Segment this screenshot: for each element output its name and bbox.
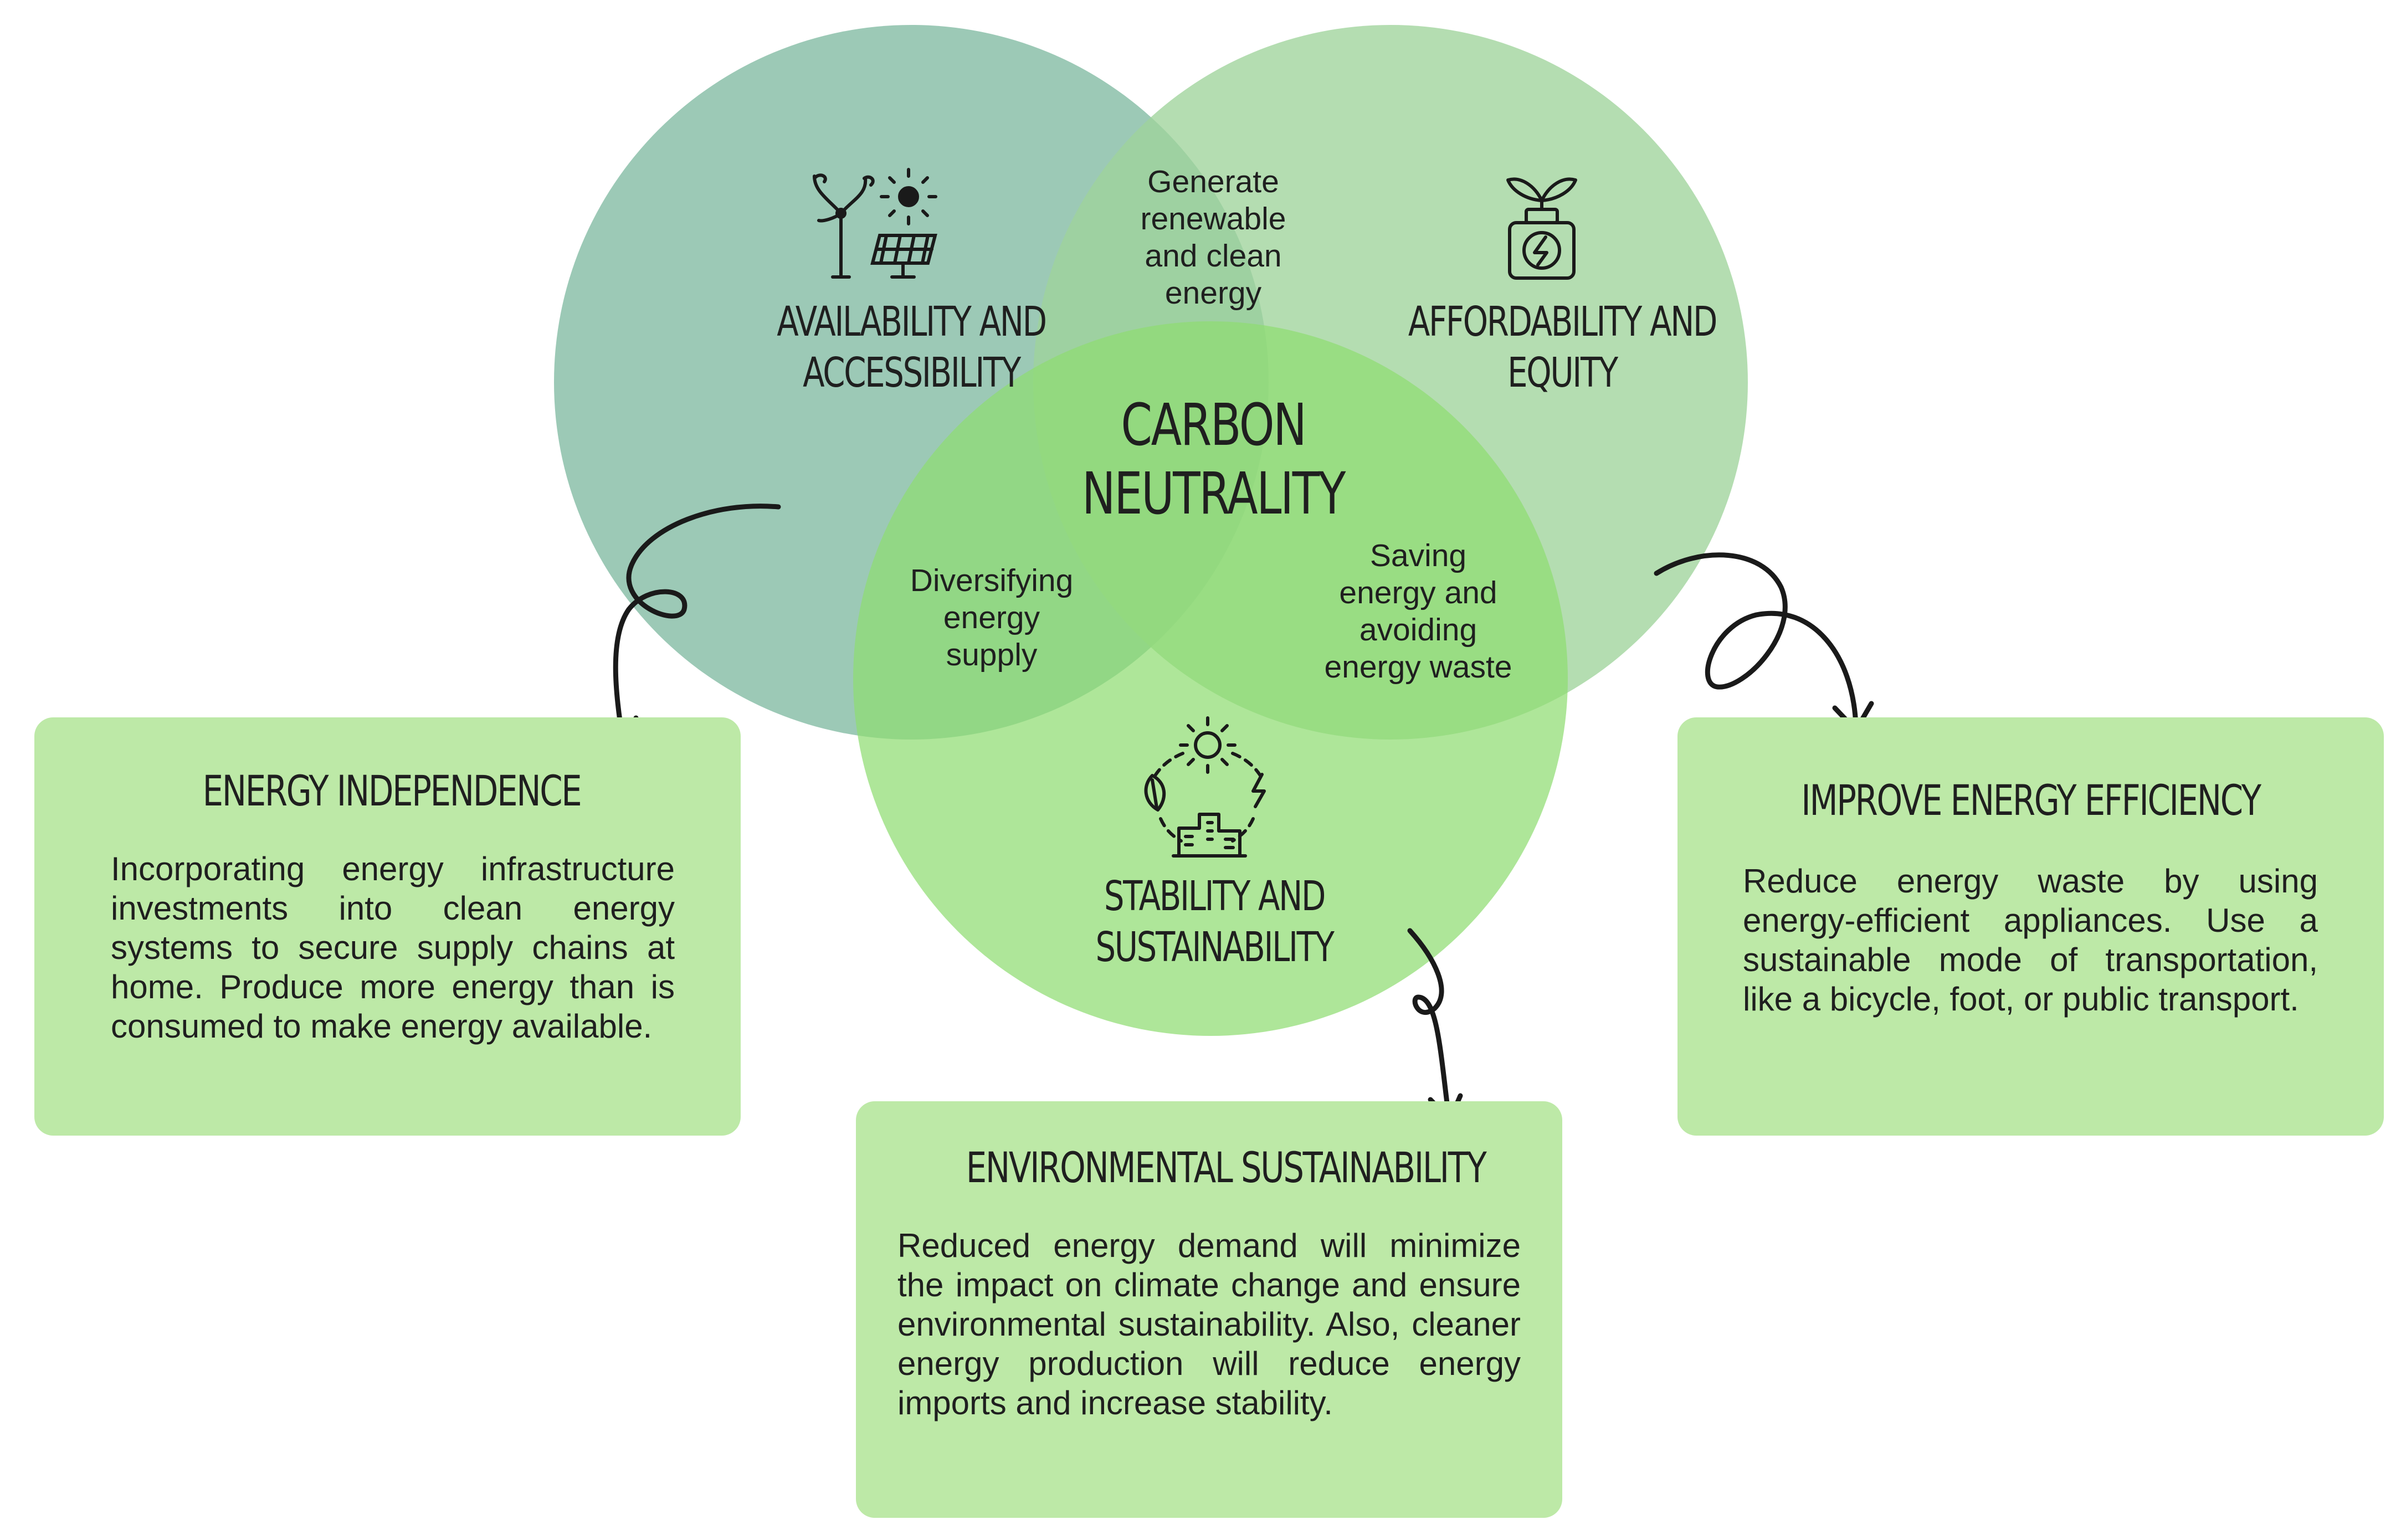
- overlap-left-line-1: Diversifying: [910, 563, 1074, 598]
- card-environmental-sustainability: ENVIRONMENTAL SUSTAINABILITY Reduced ene…: [856, 1101, 1562, 1518]
- overlap-top-line-3: and clean: [1145, 238, 1282, 274]
- overlap-right-line-4: energy waste: [1324, 649, 1512, 685]
- availability-label-line-2: ACCESSIBILITY: [803, 349, 1021, 397]
- availability-label-line-1: AVAILABILITY AND: [777, 298, 1047, 346]
- affordability-label: AFFORDABILITY AND EQUITY: [1407, 296, 1718, 398]
- wind-solar-icon: [813, 168, 937, 279]
- card-energy-independence-title: ENERGY INDEPENDENCE: [202, 766, 582, 815]
- card-improve-energy-efficiency: IMPROVE ENERGY EFFICIENCY Reduce energy …: [1677, 717, 2384, 1136]
- sun-cycle-factory-icon: [1144, 716, 1266, 858]
- stability-label: STABILITY AND SUSTAINABILITY: [1059, 871, 1370, 973]
- card-improve-energy-efficiency-title: IMPROVE ENERGY EFFICIENCY: [1801, 776, 2261, 825]
- stability-label-line-2: SUSTAINABILITY: [1095, 923, 1334, 971]
- card-energy-independence: ENERGY INDEPENDENCE Incorporating energy…: [34, 717, 741, 1136]
- overlap-left-label: Diversifying energy supply: [853, 562, 1130, 674]
- plant-battery-icon: [1506, 177, 1577, 280]
- overlap-top-line-4: energy: [1164, 275, 1262, 311]
- affordability-label-line-1: AFFORDABILITY AND: [1408, 298, 1718, 346]
- card-environmental-sustainability-body: Reduced energy demand will minimize the …: [897, 1227, 1521, 1421]
- overlap-top-line-1: Generate: [1147, 164, 1279, 199]
- overlap-left-line-2: energy: [943, 600, 1040, 635]
- card-energy-independence-body: Incorporating energy infrastructure inve…: [111, 850, 675, 1045]
- stability-label-line-1: STABILITY AND: [1104, 872, 1326, 920]
- center-label-line-2: NEUTRALITY: [1081, 460, 1346, 527]
- overlap-top-line-2: renewable: [1140, 201, 1286, 237]
- arrow-to-energy-efficiency: [1654, 552, 1874, 735]
- overlap-right-line-1: Saving: [1369, 538, 1467, 573]
- center-label: CARBON NEUTRALITY: [1040, 391, 1386, 528]
- overlap-right-label: Saving energy and avoiding energy waste: [1280, 537, 1557, 686]
- card-improve-energy-efficiency-body: Reduce energy waste by using energy-effi…: [1743, 863, 2318, 1018]
- overlap-left-line-3: supply: [946, 637, 1038, 673]
- card-environmental-sustainability-title: ENVIRONMENTAL SUSTAINABILITY: [966, 1143, 1487, 1192]
- center-label-line-1: CARBON: [1121, 391, 1307, 459]
- availability-label: AVAILABILITY AND ACCESSIBILITY: [756, 296, 1067, 398]
- overlap-right-line-2: energy and: [1339, 575, 1497, 610]
- circle-stability: [853, 321, 1568, 1036]
- overlap-right-line-3: avoiding: [1359, 612, 1477, 648]
- overlap-top-label: Generate renewable and clean energy: [1075, 163, 1352, 312]
- affordability-label-line-2: EQUITY: [1507, 349, 1618, 397]
